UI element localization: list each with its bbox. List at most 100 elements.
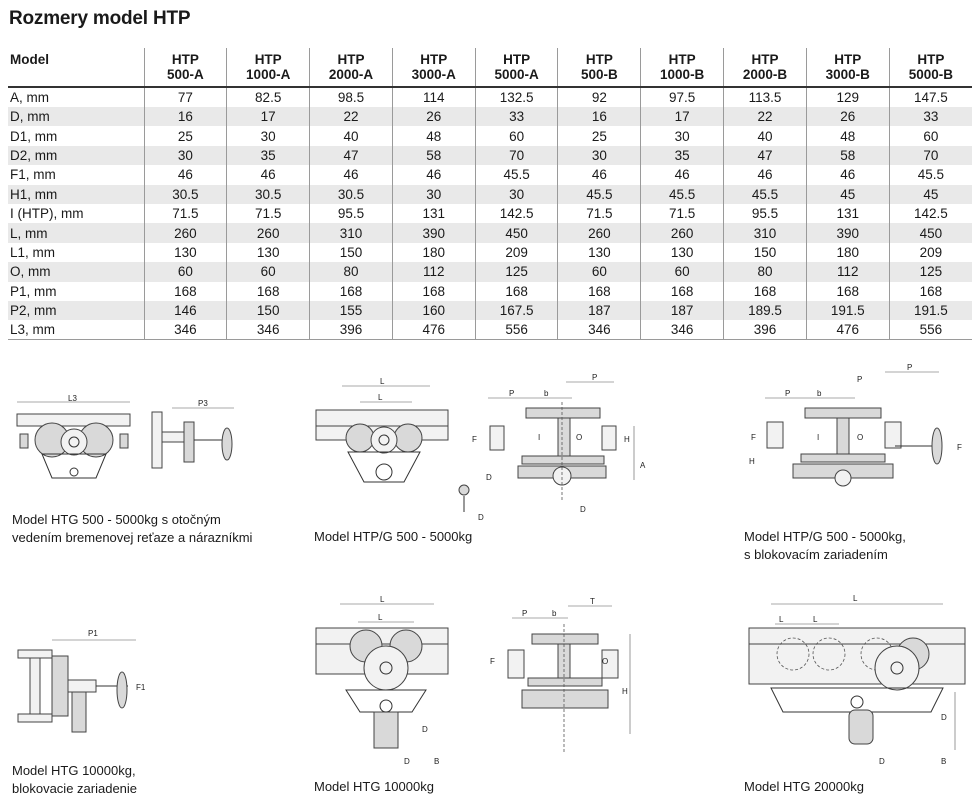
row-label: A, mm (10, 90, 49, 105)
table-cell: 189.5 (723, 300, 807, 321)
table-cell: 46 (805, 165, 890, 185)
table-cell: 48 (391, 126, 476, 146)
dim-d1: D (404, 757, 410, 766)
table-cell: 168 (723, 281, 807, 301)
table-cell: 82.5 (226, 87, 310, 107)
table-cell: 180 (805, 242, 890, 263)
caption-htpg500-blocking: Model HTP/G 500 - 5000kg, s blokovacím z… (744, 529, 906, 562)
dim-p1: P (907, 363, 912, 372)
dim-l1: L (813, 615, 818, 624)
table-cell: 35 (226, 145, 310, 166)
table-cell: 260 (143, 223, 227, 243)
table-cell: 168 (474, 281, 558, 301)
table-cell: 71.5 (226, 203, 310, 224)
table-cell: 114 (391, 87, 476, 107)
table-cell: 60 (226, 262, 310, 282)
table-cell: 129 (805, 87, 890, 107)
table-cell: 191.5 (805, 300, 890, 321)
table-cell: 168 (888, 281, 972, 301)
table-cell: 45.5 (723, 184, 807, 204)
caption-htg500: Model HTG 500 - 5000kg s otočným vedením… (12, 512, 253, 545)
caption-htpg500: Model HTP/G 500 - 5000kg (314, 529, 473, 544)
table-cell: 46 (143, 165, 227, 185)
dim-d1: D (580, 505, 586, 514)
dim-d: D (478, 513, 484, 522)
table-cell: 260 (640, 223, 724, 243)
dim-o: O (857, 433, 863, 442)
table-cell: 26 (805, 107, 890, 127)
table-cell: 92 (557, 87, 641, 107)
table-cell: 160 (391, 300, 476, 321)
dim-f: F (490, 657, 495, 666)
table-cell: 130 (226, 242, 310, 263)
table-cell: 260 (557, 223, 641, 243)
dim-i: I (538, 433, 540, 442)
figure-htg10000-blocking: P1 F1 (12, 622, 152, 754)
row-label: I (HTP), mm (10, 206, 84, 222)
drawing-htpg500: L L P b P F I O H A D D D (315, 373, 646, 522)
table-cell: 45.5 (640, 184, 724, 204)
table-cell: 450 (474, 223, 558, 243)
dim-p1: P1 (88, 629, 98, 638)
dim-p: P (785, 389, 790, 398)
table-cell: 125 (474, 262, 558, 282)
table-cell: 390 (805, 223, 890, 243)
dim-f1: F1 (136, 683, 146, 692)
drawing-htg10000: L L D D B P b T F O H (315, 595, 631, 766)
table-cell: 47 (723, 145, 807, 166)
table-cell: 556 (474, 320, 558, 341)
table-cell: 60 (474, 126, 558, 146)
row-label: D1, mm (10, 128, 58, 144)
table-cell: 45.5 (557, 184, 641, 204)
table-cell: 130 (143, 242, 227, 263)
table-cell: 130 (557, 242, 641, 263)
table-cell: 60 (640, 262, 724, 282)
dim-h1: H (624, 435, 630, 444)
table-cell: 30.5 (309, 184, 393, 204)
table-cell: 476 (805, 320, 890, 341)
table-cell: 46 (723, 165, 807, 185)
table-cell: 132.5 (474, 87, 558, 107)
table-cell: 95.5 (723, 203, 807, 224)
dim-f1: F (957, 443, 962, 452)
dim-b: b (544, 389, 549, 398)
table-cell: 30 (226, 126, 310, 146)
table-cell: 147.5 (888, 87, 972, 107)
figure-htg10000: L L D D B P b T F O H (312, 594, 642, 770)
dim-a: A (640, 461, 646, 470)
table-cell: 71.5 (143, 203, 227, 224)
table-cell: 209 (474, 242, 558, 263)
table-cell: 45 (805, 184, 890, 204)
table-cell: 46 (391, 165, 476, 185)
table-cell: 25 (557, 126, 641, 146)
table-cell: 131 (805, 203, 890, 224)
table-cell: 33 (474, 107, 558, 127)
row-label: O, mm (8, 262, 144, 282)
table-cell: 40 (309, 126, 393, 146)
dim-b: b (817, 389, 822, 398)
dim-l1: L (378, 393, 383, 402)
table-cell: 30.5 (143, 184, 227, 204)
row-label: F1, mm (10, 167, 56, 183)
dim-l: L (853, 594, 858, 603)
table-cell: 396 (723, 320, 807, 341)
table-cell: 125 (888, 262, 972, 282)
table-cell: 130 (640, 242, 724, 263)
dim-t: T (590, 597, 595, 606)
dim-l1: L (378, 613, 383, 622)
table-cell: 150 (226, 300, 310, 321)
